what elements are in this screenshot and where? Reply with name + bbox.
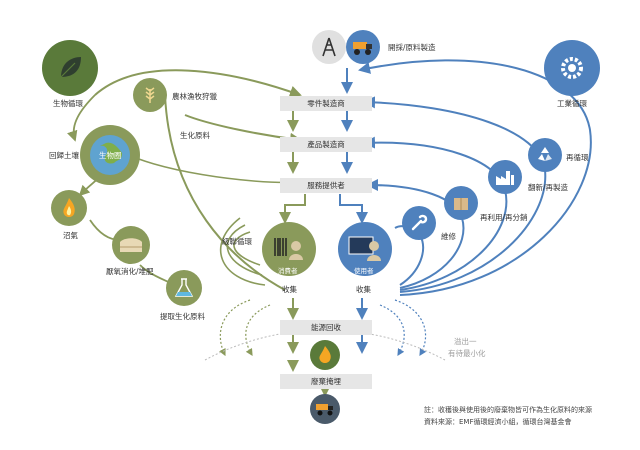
bio-material-label: 生化原料 xyxy=(180,131,210,140)
mining-truck-icon xyxy=(353,42,372,55)
user-label: 使用者 xyxy=(354,267,374,275)
oil-rig-circle xyxy=(312,30,346,64)
mining-label: 開採/原料製造 xyxy=(388,43,436,52)
biological-cycle-label: 生物循環 xyxy=(53,99,83,108)
leak-arc-left-2 xyxy=(245,304,271,357)
minimize-label: 有待最小化 xyxy=(448,349,486,358)
green-inner-arc xyxy=(164,94,286,291)
industrial-cycle-label: 工業循環 xyxy=(557,99,587,108)
cascade-loop-3 xyxy=(220,217,266,286)
leak-arc-right-2 xyxy=(394,299,427,357)
biological-cycle-circle xyxy=(42,40,98,96)
recycle-icon xyxy=(538,147,552,161)
maintain-circle xyxy=(402,206,436,240)
flame-icon xyxy=(63,198,75,217)
recycle-circle xyxy=(528,138,562,172)
source-line: 資料來源：EMF循環經濟小組，循環台灣基金會 xyxy=(424,418,572,426)
energy-flame-circle xyxy=(310,340,340,370)
leak-arc-left-1 xyxy=(219,299,251,357)
digester-icon xyxy=(120,238,142,252)
extract-bio-label: 提取生化原料 xyxy=(160,312,205,321)
industrial-cycle-circle xyxy=(544,40,600,96)
barcode-icon xyxy=(274,238,303,260)
cascade-label: 級聯循環 xyxy=(222,237,252,246)
consumer-label: 消費者 xyxy=(278,267,298,275)
reuse-label: 再利用/再分銷 xyxy=(480,213,528,222)
consumer-circle xyxy=(262,222,316,276)
box-icon xyxy=(454,198,468,210)
recycle-label: 再循環 xyxy=(566,153,589,162)
maintain-label: 維修 xyxy=(441,232,456,241)
biosphere-label: 生物圈 xyxy=(99,151,122,160)
landfill-truck-circle xyxy=(310,394,340,424)
extract-bio-circle xyxy=(166,270,202,306)
cascade-loop-2 xyxy=(226,224,263,276)
landfill-box: 廢棄掩埋 xyxy=(280,374,372,389)
product-manufacturer-box: 產品製造商 xyxy=(280,137,372,152)
remanufacture-circle xyxy=(488,160,522,194)
factory-icon xyxy=(496,171,514,185)
wrench-icon xyxy=(411,214,428,231)
return-soil-label: 回歸土壤 xyxy=(49,151,79,160)
blue-outer-arc xyxy=(358,59,592,296)
energy-recovery-box: 能源回收 xyxy=(280,320,372,335)
collect-left-label: 收集 xyxy=(282,285,297,294)
gear-icon xyxy=(561,57,583,79)
parts-manufacturer-box: 零件製造商 xyxy=(280,96,372,111)
oil-rig-icon xyxy=(322,37,336,57)
return-soil-circle xyxy=(80,125,140,185)
service-provider-box: 服務提供者 xyxy=(280,178,372,193)
anaerobic-circle xyxy=(112,226,150,264)
anaerobic-label: 厭氧消化/堆肥 xyxy=(106,267,154,276)
biogas-circle xyxy=(51,190,87,226)
green-service-arc xyxy=(119,149,301,184)
collect-right-label: 收集 xyxy=(356,285,371,294)
agri-label: 農林漁牧狩獵 xyxy=(172,92,217,101)
green-left-1 xyxy=(67,94,96,142)
mining-truck-circle xyxy=(346,30,380,64)
globe-icon xyxy=(90,135,130,175)
note-line-1: 註：收穫後與使用後的廢棄物皆可作為生化原料的來源 xyxy=(424,406,592,414)
flame-icon xyxy=(319,346,331,363)
user-circle xyxy=(338,222,392,276)
cascade-loop-1 xyxy=(233,231,261,266)
leaf-icon xyxy=(60,57,81,78)
green-outer-arc xyxy=(94,69,302,98)
wheat-icon xyxy=(145,87,155,103)
flask-icon xyxy=(174,278,194,297)
agri-circle xyxy=(133,78,167,112)
dump-truck-icon xyxy=(316,404,333,416)
reuse-circle xyxy=(444,186,478,220)
remanufacture-label: 翻新/再製造 xyxy=(528,183,569,192)
biogas-label: 沼氣 xyxy=(63,231,78,240)
leak-label: 溢出一 xyxy=(454,337,477,346)
leak-arc-right-1 xyxy=(379,304,405,357)
monitor-icon xyxy=(348,236,381,261)
